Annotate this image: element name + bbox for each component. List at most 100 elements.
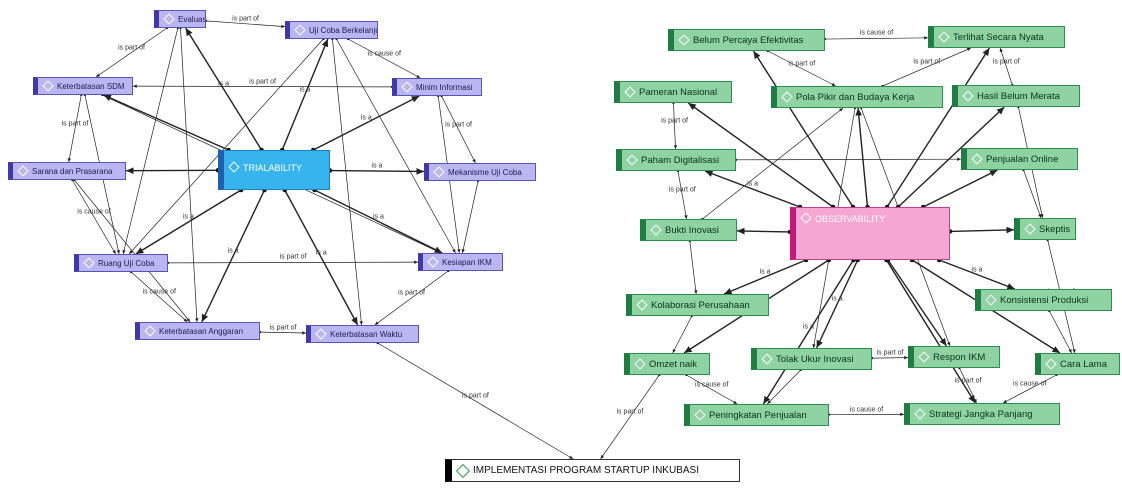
edge-minim-informasi-to-keterbatasan-sdm <box>132 84 394 88</box>
node-label: Kesiapan IKM <box>442 257 492 267</box>
node-label: Pameran Nasional <box>639 86 718 98</box>
node-label: TRIALABILITY <box>243 163 303 173</box>
node-respon[interactable]: Respon IKM <box>908 346 1000 368</box>
diamond-icon <box>228 161 240 173</box>
edge-evaluasi-to-ujicoba <box>204 19 286 29</box>
edge-keterbatasan-sdm-to-sarana <box>67 93 83 163</box>
node-label: Cara Lama <box>1060 358 1107 370</box>
edge-label: is part of <box>232 15 259 23</box>
edge-label: is a <box>971 266 983 273</box>
diamond-icon <box>83 257 95 269</box>
edge-trialability-to-evaluasi <box>185 27 264 153</box>
node-label: Hasil Belum Merata <box>977 90 1060 102</box>
node-label: Uji Coba Berkelanjutan <box>309 25 377 35</box>
node-omzet[interactable]: Omzet naik <box>624 353 710 375</box>
diamond-icon <box>781 91 793 103</box>
node-implementasi[interactable]: IMPLEMENTASI PROGRAM STARTUP INKUBASI <box>445 459 740 482</box>
edge-penjualan-online-to-skeptis <box>1022 168 1042 219</box>
node-hasil[interactable]: Hasil Belum Merata <box>952 85 1080 107</box>
node-waktu[interactable]: Keterbatasan Waktu <box>306 325 419 343</box>
edge-label: is part of <box>913 58 941 66</box>
edge-sarana-to-anggaran <box>73 178 191 323</box>
diamond-icon <box>914 408 926 420</box>
node-keterbatasan-sdm[interactable]: Keterbatasan SDM <box>33 77 133 95</box>
node-skeptis[interactable]: Skeptis <box>1014 218 1076 240</box>
diamond-icon <box>694 409 706 421</box>
node-evaluasi[interactable]: Evaluasi <box>154 10 206 28</box>
node-ujicoba[interactable]: Uji Coba Berkelanjutan <box>285 21 378 39</box>
edge-observability-to-peningkatan <box>762 257 856 405</box>
node-paham[interactable]: Paham Digitalisasi <box>616 149 736 171</box>
diamond-icon <box>315 328 327 340</box>
node-mekanisme[interactable]: Mekanisme Uji Coba <box>424 163 536 181</box>
node-label: Keterbatasan Anggaran <box>159 326 244 336</box>
node-label: Kolaborasi Perusahaan <box>651 299 750 311</box>
edge-trialability-to-keterbatasan-sdm <box>103 94 231 153</box>
edge-sarana-to-ruang <box>71 178 117 255</box>
edge-tolak-ukur-to-peningkatan <box>767 368 802 405</box>
node-label: Pola Pikir dan Budaya Kerja <box>796 91 915 103</box>
edge-ujicoba-to-kesiapan <box>335 37 456 254</box>
node-strategi[interactable]: Strategi Jangka Panjang <box>904 403 1060 425</box>
node-sarana[interactable]: Sarana dan Prasarana <box>8 162 126 180</box>
edge-label: is a <box>227 247 239 255</box>
node-label: Tolak Ukur Inovasi <box>776 353 854 365</box>
edge-label: is a <box>360 114 372 122</box>
node-anggaran[interactable]: Keterbatasan Anggaran <box>135 322 260 340</box>
edge-bukti-to-kolaborasi <box>688 239 698 295</box>
diamond-icon <box>42 80 54 92</box>
edge-observability-to-bukti <box>736 227 793 235</box>
node-ruang[interactable]: Ruang Uji Coba <box>74 254 168 272</box>
diamond-icon <box>294 24 306 36</box>
edge-label: is a <box>747 180 758 188</box>
edge-label: is a <box>371 162 383 170</box>
node-label: Keterbatasan SDM <box>57 81 125 91</box>
node-label: OBSERVABILITY <box>815 214 886 224</box>
node-label: IMPLEMENTASI PROGRAM STARTUP INKUBASI <box>473 465 699 476</box>
node-terlihat[interactable]: Terlihat Secara Nyata <box>928 26 1065 48</box>
diamond-icon <box>800 212 812 224</box>
diamond-icon <box>17 165 29 177</box>
diamond-icon <box>962 90 974 102</box>
edge-ruang-to-kesiapan <box>166 260 419 264</box>
node-pola-pikir[interactable]: Pola Pikir dan Budaya Kerja <box>771 86 943 108</box>
node-belum-percaya[interactable]: Belum Percaya Efektivitas <box>668 29 825 51</box>
edge-label: is part of <box>992 58 1020 65</box>
node-minim-informasi[interactable]: Minim Informasi <box>392 78 482 96</box>
node-trialability[interactable]: TRIALABILITY <box>218 150 330 190</box>
node-konsistensi[interactable]: Konsistensi Produksi <box>975 289 1112 311</box>
node-cara-lama[interactable]: Cara Lama <box>1035 353 1120 375</box>
edge-mekanisme-to-kesiapan <box>461 179 480 254</box>
node-kolaborasi[interactable]: Kolaborasi Perusahaan <box>626 294 769 316</box>
edge-label: is a <box>372 213 384 220</box>
edge-tolak-ukur-to-respon <box>870 356 909 360</box>
edge-hasil-to-terlihat <box>999 47 1014 87</box>
node-bukti[interactable]: Bukti Inovasi <box>640 219 737 241</box>
node-label: Terlihat Secara Nyata <box>953 31 1044 43</box>
node-peningkatan[interactable]: Peningkatan Penjualan <box>684 404 829 426</box>
edge-label: is part of <box>445 121 472 128</box>
edge-trialability-to-minim-informasi <box>311 95 420 153</box>
diamond-icon <box>427 256 439 268</box>
diamond-icon <box>455 463 471 478</box>
edge-trialability-to-anggaran <box>201 187 267 323</box>
edge-belum-percaya-to-pola-pikir <box>766 49 836 87</box>
node-kesiapan[interactable]: Kesiapan IKM <box>418 253 503 271</box>
node-penjualan-online[interactable]: Penjualan Online <box>961 148 1078 170</box>
node-tolak-ukur[interactable]: Tolak Ukur Inovasi <box>751 348 872 370</box>
edge-evaluasi-to-anggaran <box>179 26 199 323</box>
node-pameran[interactable]: Pameran Nasional <box>614 81 732 103</box>
edge-label: is cause of <box>367 50 401 57</box>
edge-ruang-to-anggaran <box>130 270 188 323</box>
edge-trialability-to-ujicoba <box>279 38 329 153</box>
edge-minim-informasi-to-mekanisme <box>440 94 476 164</box>
diamond-icon <box>624 86 636 98</box>
node-observability[interactable]: OBSERVABILITY <box>790 207 950 260</box>
edge-anggaran-to-waktu <box>258 331 307 335</box>
edge-trialability-to-ruang <box>135 187 244 255</box>
node-label: Ruang Uji Coba <box>98 258 155 268</box>
diamond-icon <box>1045 358 1057 370</box>
edge-omzet-to-implementasi <box>600 373 661 460</box>
